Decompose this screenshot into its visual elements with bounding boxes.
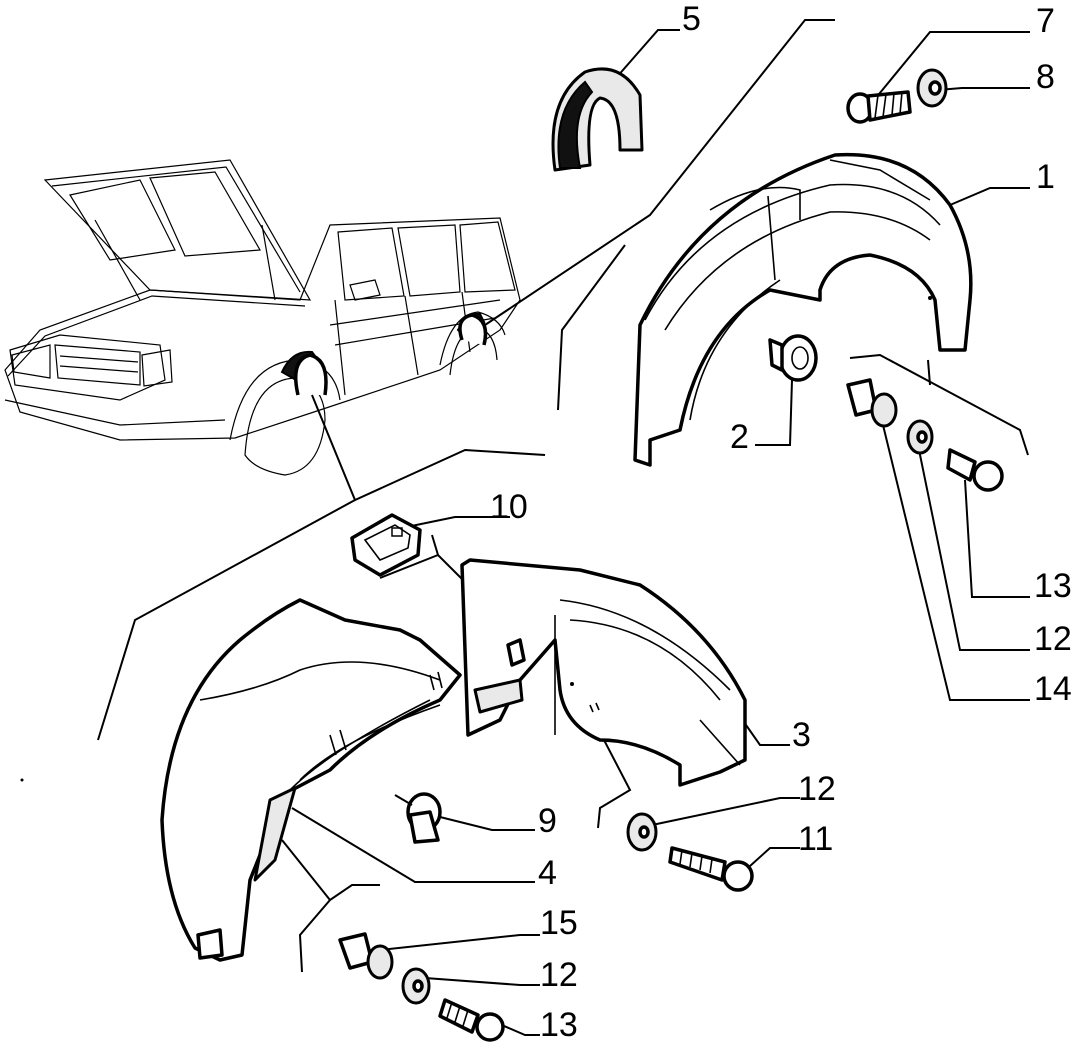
front-arch-liner-outline xyxy=(294,353,328,396)
part-11-screw xyxy=(668,846,754,892)
part-5-arch-seal xyxy=(551,67,644,172)
part-1-rear-liner xyxy=(633,152,973,467)
part-15-stud xyxy=(338,932,394,980)
part-3-front-liner-inner xyxy=(460,558,747,787)
callout-5: 5 xyxy=(682,0,701,38)
part-13-screw-top xyxy=(946,448,1004,492)
part-12-washer-bottom xyxy=(401,967,431,1005)
callout-10: 10 xyxy=(490,488,528,526)
part-2-push-clip xyxy=(768,334,818,382)
callout-12-bottom: 12 xyxy=(540,956,578,994)
callout-8: 8 xyxy=(1036,58,1055,96)
part-14-stud xyxy=(846,378,898,428)
part-9-clip xyxy=(394,792,442,844)
part-4-front-liner-outer xyxy=(160,598,462,962)
callout-11: 11 xyxy=(798,820,833,858)
callout-2: 2 xyxy=(730,418,749,456)
callout-1: 1 xyxy=(1036,158,1055,196)
part-7-screw xyxy=(846,90,912,124)
part-12-washer-top xyxy=(906,419,934,455)
callout-4: 4 xyxy=(538,854,557,892)
car-illustration xyxy=(4,159,521,476)
callout-3: 3 xyxy=(792,716,811,754)
part-12-washer-mid xyxy=(626,812,658,852)
callout-12-mid: 12 xyxy=(798,770,836,808)
part-13-screw-bottom xyxy=(438,998,505,1042)
callout-12-top: 12 xyxy=(1034,620,1072,658)
callout-14: 14 xyxy=(1034,670,1072,708)
callout-labels: 5 7 8 1 2 10 13 12 14 3 12 9 11 4 15 12 … xyxy=(490,0,1072,1042)
callout-7: 7 xyxy=(1036,2,1055,40)
callout-13-bottom: 13 xyxy=(540,1006,578,1042)
callout-15: 15 xyxy=(540,904,578,942)
rear-arch-liner-outline xyxy=(458,313,488,346)
part-10-clip xyxy=(350,513,422,577)
part-8-washer xyxy=(916,68,948,108)
callout-9: 9 xyxy=(538,802,557,840)
callout-13-top: 13 xyxy=(1034,567,1072,605)
